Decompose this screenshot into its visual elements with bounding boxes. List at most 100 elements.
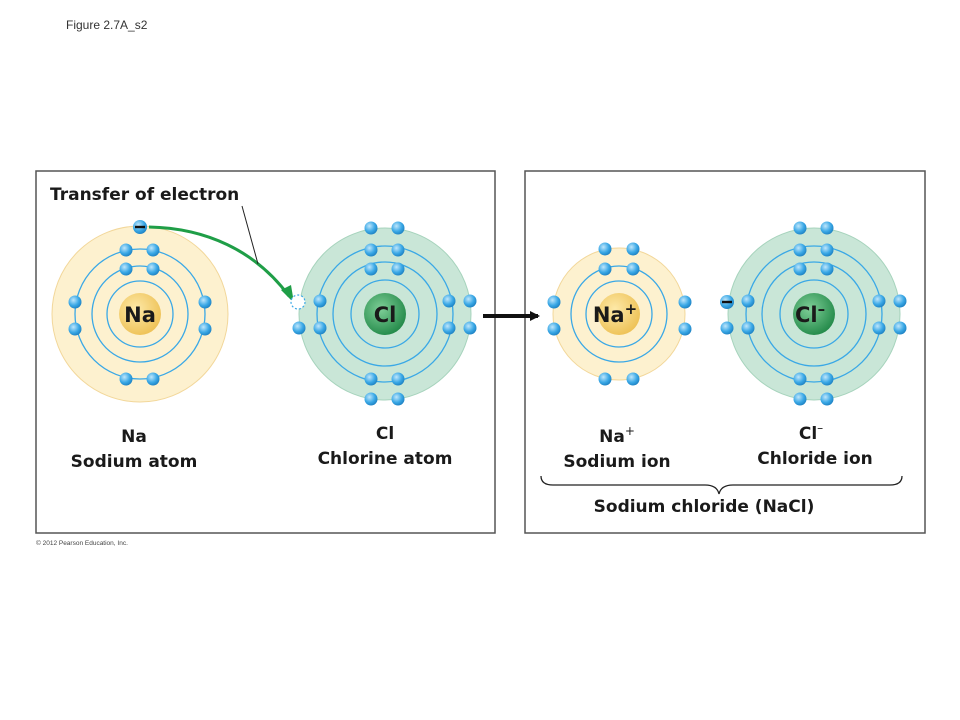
chloride-ion-shell-ring-3: [745, 245, 883, 383]
electron: [463, 294, 477, 308]
electron: [598, 262, 612, 276]
electron-transfer-arrow: [148, 225, 291, 297]
electron: [68, 322, 82, 336]
electron: [793, 243, 807, 257]
gained-electron: [720, 295, 734, 309]
chlorine-shell-ring-2: [332, 261, 438, 367]
electron: [626, 372, 640, 386]
sodium-ion-shell-ring-2: [570, 265, 668, 363]
electron: [119, 243, 133, 257]
transfer-of-electron-label: Transfer of electron: [50, 185, 239, 205]
electron: [793, 221, 807, 235]
electron: [364, 372, 378, 386]
sodium-electrons: [68, 243, 212, 386]
electron: [391, 243, 405, 257]
electron: [442, 294, 456, 308]
electron: [872, 321, 886, 335]
chlorine-atom-name: Chlorine atom: [318, 449, 453, 469]
slide-title: Figure 2.7A_s2: [66, 18, 148, 32]
electron: [198, 295, 212, 309]
chloride-ion-shell-ring-2: [761, 261, 867, 367]
electron: [364, 392, 378, 406]
electron: [391, 372, 405, 386]
chlorine-nucleus: [364, 293, 406, 335]
chloride-ion-electrons: [720, 221, 907, 406]
sodium-atom-name: Sodium atom: [71, 452, 198, 472]
electron: [678, 295, 692, 309]
sodium-shell-ring-1: [106, 280, 174, 348]
electron: [626, 242, 640, 256]
electron: [547, 295, 561, 309]
electron: [119, 372, 133, 386]
chloride-ion-shell-ring-1: [779, 279, 849, 349]
sodium-shell-ring-2: [91, 265, 189, 363]
electron: [626, 262, 640, 276]
chloride-ion-nucleus-label: Cl–: [795, 300, 825, 327]
electron: [364, 221, 378, 235]
electron: [793, 262, 807, 276]
electron: [598, 372, 612, 386]
electron-transfer-arrowhead: [281, 285, 294, 303]
electron: [598, 242, 612, 256]
electron: [313, 294, 327, 308]
electron: [741, 294, 755, 308]
transferring-electron: [133, 220, 147, 234]
electron: [678, 322, 692, 336]
electron: [292, 321, 306, 335]
sodium-chloride-label: Sodium chloride (NaCl): [594, 497, 815, 517]
chlorine-atom: Cl: [290, 221, 477, 406]
electron: [793, 372, 807, 386]
electron-vacancy: [290, 294, 306, 310]
electron: [391, 262, 405, 276]
sodium-nucleus-label: Na: [124, 303, 156, 327]
electron: [313, 321, 327, 335]
electron: [872, 294, 886, 308]
electron: [741, 321, 755, 335]
electron: [364, 243, 378, 257]
chloride-ion-symbol-label: Cl–: [799, 421, 823, 444]
electron: [820, 262, 834, 276]
sodium-ion-nucleus-label: Na+: [593, 300, 637, 327]
chlorine-nucleus-label: Cl: [374, 303, 397, 327]
chlorine-shell-ring-3: [316, 245, 454, 383]
chloride-ion-nucleus: [793, 293, 835, 335]
sodium-ion-symbol-label: Na+: [599, 424, 635, 447]
electron: [820, 392, 834, 406]
transfer-label-leader: [241, 205, 259, 265]
sodium-nucleus: [119, 293, 161, 335]
electron: [442, 321, 456, 335]
electron: [547, 322, 561, 336]
sodium-atom: Na: [51, 220, 229, 403]
electron: [893, 294, 907, 308]
electron: [820, 372, 834, 386]
chloride-ion: Cl–: [720, 221, 907, 406]
compound-brace: [540, 475, 903, 495]
electron: [198, 322, 212, 336]
chlorine-atom-symbol: Cl: [376, 424, 394, 444]
copyright-notice: © 2012 Pearson Education, Inc.: [36, 540, 128, 547]
sodium-ion-name: Sodium ion: [563, 452, 670, 472]
electron: [391, 392, 405, 406]
electron: [68, 295, 82, 309]
electron: [146, 372, 160, 386]
right-panel: [524, 170, 926, 534]
electron: [793, 392, 807, 406]
left-panel: [35, 170, 496, 534]
chlorine-electrons: [292, 221, 477, 406]
electron: [119, 262, 133, 276]
electron: [463, 321, 477, 335]
sodium-ion-shell-ring-1: [585, 280, 653, 348]
electron: [893, 321, 907, 335]
sodium-ion-nucleus: [598, 293, 640, 335]
electron: [146, 262, 160, 276]
sodium-ion: Na+: [547, 242, 692, 386]
sodium-shell-ring-3: [74, 248, 206, 380]
electron: [720, 321, 734, 335]
electron: [391, 221, 405, 235]
electron: [820, 221, 834, 235]
electron: [364, 262, 378, 276]
sodium-ion-electrons: [547, 242, 692, 386]
chlorine-shell-ring-1: [350, 279, 420, 349]
electron: [146, 243, 160, 257]
